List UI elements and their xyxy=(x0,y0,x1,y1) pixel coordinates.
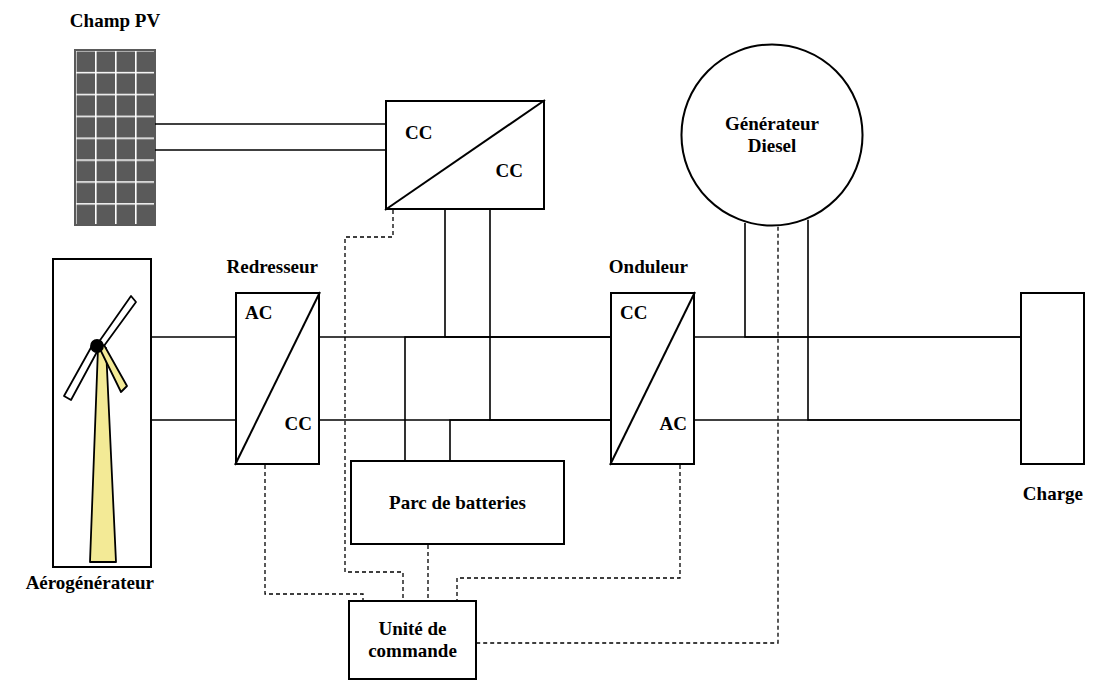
inverter-diagonal xyxy=(610,292,695,465)
converter-port-label: CC xyxy=(405,122,432,144)
generator-circle: Générateur Diesel xyxy=(680,43,864,227)
power-wire xyxy=(152,336,235,338)
rectifier-box: RedresseurACCC xyxy=(235,292,320,465)
power-wire xyxy=(450,420,610,460)
converter-diagonals xyxy=(235,100,695,465)
control-signal-path xyxy=(265,465,363,600)
pv-panel-drawing xyxy=(75,50,155,225)
control-signal-path xyxy=(477,227,778,643)
power-wire-pair xyxy=(405,337,610,460)
component-heading: Onduleur xyxy=(609,256,688,278)
power-wire-pair xyxy=(320,337,610,420)
dcdc-diagonal xyxy=(385,100,545,210)
control-unit-box: Unité de commande xyxy=(348,600,477,680)
dcdc-converter-box: CC CC xyxy=(385,100,545,210)
converter-port-label: AC xyxy=(245,302,272,324)
component-heading: Redresseur xyxy=(227,256,318,278)
rectifier-diagonal xyxy=(235,292,320,465)
power-wire xyxy=(445,210,610,337)
power-wire-pair xyxy=(152,337,235,420)
wind-turbine-box: Aérogénérateur xyxy=(52,258,152,568)
power-wire xyxy=(808,220,1020,420)
power-wire xyxy=(152,419,235,421)
power-wire-pair xyxy=(445,210,610,420)
battery-label: Parc de batteries xyxy=(360,492,555,514)
control-signal-line xyxy=(428,545,429,600)
battery-bank-box: Parc de batteries xyxy=(350,460,565,545)
control-signal-line xyxy=(265,465,363,600)
wind-turbine-drawing xyxy=(64,296,136,562)
converter-port-label: CC xyxy=(620,302,647,324)
inverter-box: OnduleurCCAC xyxy=(610,292,695,465)
converter-port-label: CC xyxy=(496,160,523,182)
power-wire-pair xyxy=(695,337,1020,420)
power-wire xyxy=(490,210,610,420)
control-signal-line xyxy=(477,227,778,643)
control-signal-path xyxy=(427,545,428,600)
power-wire xyxy=(405,337,610,460)
component-heading: Charge xyxy=(1023,483,1083,505)
control-signal-line xyxy=(457,465,680,600)
power-wire xyxy=(745,223,1020,337)
component-heading: Aérogénérateur xyxy=(26,572,154,594)
control-signal-line xyxy=(345,210,403,600)
pv-panel: Champ PV xyxy=(75,50,155,225)
control-signal-path xyxy=(345,210,403,600)
generator-label: Générateur Diesel xyxy=(704,113,840,157)
power-wire-pair xyxy=(745,220,1020,420)
generator-circle-outline xyxy=(681,44,862,225)
control-signal-path xyxy=(457,465,680,600)
load-box: Charge xyxy=(1020,292,1085,465)
control-unit-label: Unité de commande xyxy=(358,618,467,662)
converter-port-label: CC xyxy=(285,413,312,435)
component-heading: Champ PV xyxy=(70,10,160,32)
power-wire xyxy=(155,149,385,151)
power-wire xyxy=(155,123,385,125)
power-wire-pair xyxy=(155,124,385,150)
converter-port-label: AC xyxy=(660,413,687,435)
